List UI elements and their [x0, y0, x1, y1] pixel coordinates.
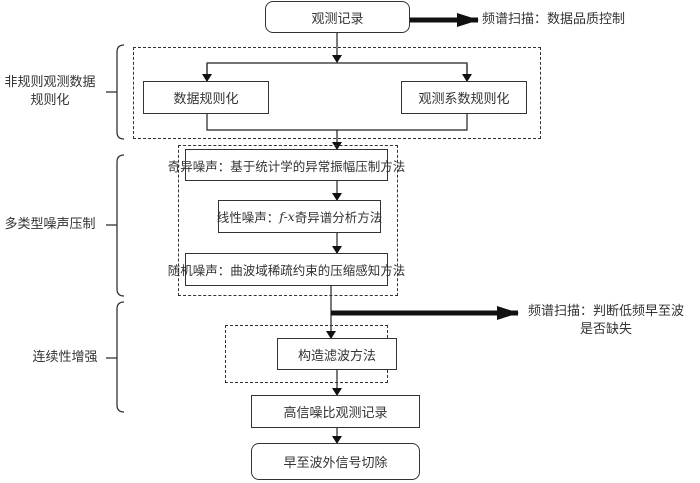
brace-noise	[106, 154, 125, 297]
stage-label-regularization-line2: 规则化	[30, 93, 70, 108]
node-linear-noise-suffix: 奇异谱分析方法	[294, 210, 383, 225]
node-high-snr-record-label: 高信噪比观测记录	[283, 406, 388, 421]
node-construct-filter-label: 构造滤波方法	[297, 348, 376, 364]
node-data-regularization[interactable]: 数据规则化	[143, 81, 269, 114]
stage-label-continuity: 连续性增强	[32, 350, 98, 365]
node-linear-noise-fx: f-x	[279, 209, 295, 224]
node-construct-filter[interactable]: 构造滤波方法	[277, 338, 397, 370]
stage-label-noise: 多类型噪声压制	[4, 217, 96, 232]
stage-label-regularization: 非规则观测数据 规则化	[0, 74, 100, 110]
node-singular-noise-label: 奇异噪声：基于统计学的异常振幅压制方法	[167, 158, 406, 174]
node-geometry-regularization-label: 观测系数规则化	[418, 92, 510, 107]
annotation-spectrum-quality: 频谱扫描：数据品质控制	[482, 12, 626, 27]
annotation-spectrum-lowfreq-line1: 频谱扫描：判断低频早至波	[528, 304, 685, 319]
node-singular-noise[interactable]: 奇异噪声：基于统计学的异常振幅压制方法	[168, 149, 405, 181]
stage-label-regularization-line1: 非规则观测数据	[4, 75, 96, 90]
node-cut-signal-label: 早至波外信号切除	[283, 456, 388, 471]
group-regularization	[133, 47, 541, 139]
node-observation-record-label: 观测记录	[311, 11, 364, 27]
node-random-noise[interactable]: 随机噪声：曲波域稀疏约束的压缩感知方法	[168, 253, 405, 286]
node-geometry-regularization[interactable]: 观测系数规则化	[401, 81, 527, 114]
node-cut-signal[interactable]: 早至波外信号切除	[251, 443, 420, 480]
node-observation-record[interactable]: 观测记录	[265, 1, 410, 33]
node-random-noise-label: 随机噪声：曲波域稀疏约束的压缩感知方法	[167, 263, 406, 278]
annotation-spectrum-lowfreq-line2: 是否缺失	[580, 322, 633, 337]
brace-continuity	[106, 301, 125, 413]
node-linear-noise-prefix: 线性噪声：	[216, 210, 280, 225]
node-data-regularization-label: 数据规则化	[173, 92, 239, 107]
brace-regularization	[106, 44, 125, 140]
group-noise-suppression	[178, 145, 398, 296]
node-high-snr-record[interactable]: 高信噪比观测记录	[251, 395, 420, 428]
annotation-spectrum-lowfreq: 频谱扫描：判断低频早至波 是否缺失	[528, 303, 684, 339]
